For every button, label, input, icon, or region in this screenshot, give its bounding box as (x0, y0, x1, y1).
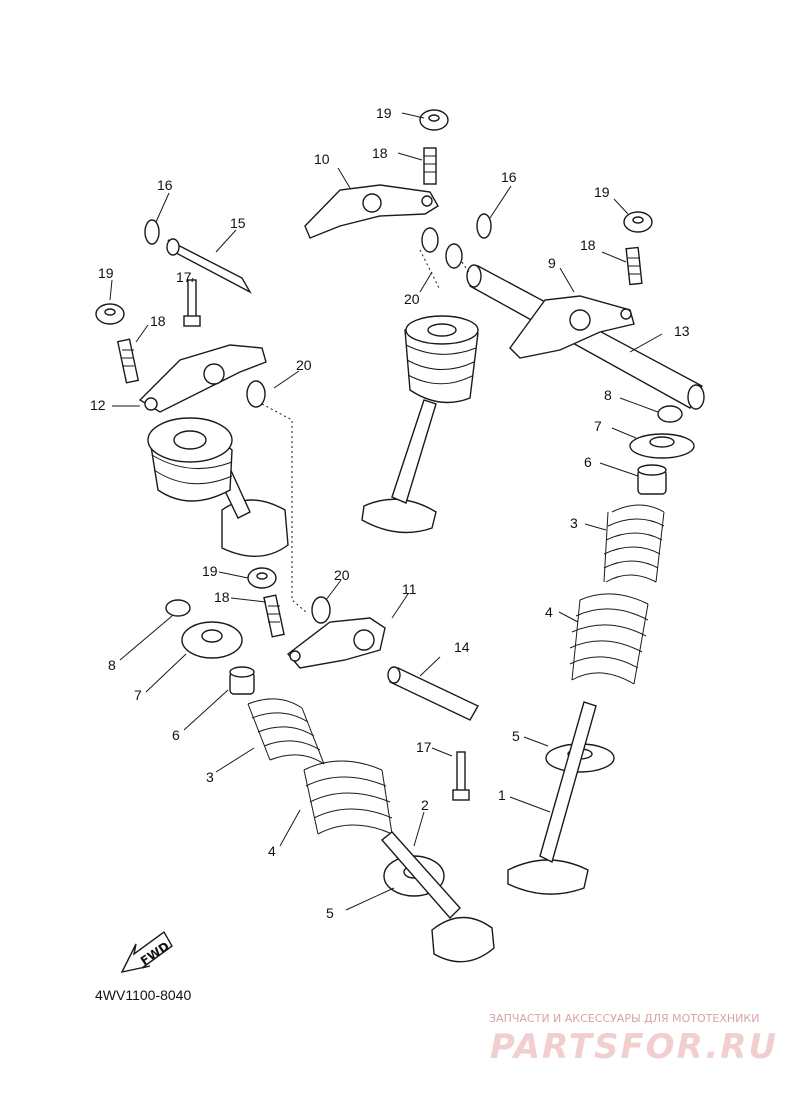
rocker-arm-12 (138, 344, 267, 413)
cap-20-b (246, 380, 266, 408)
valve-cotter-8-right (657, 405, 683, 423)
callout-9: 9 (548, 255, 556, 271)
callout-20: 20 (404, 291, 420, 307)
valve-upper-center (361, 399, 437, 534)
nut-19-c (95, 303, 125, 325)
oil-seal-6-right (637, 464, 667, 495)
callout-12: 12 (90, 397, 106, 413)
callout-8: 8 (108, 657, 116, 673)
outer-spring-4-right (569, 593, 649, 685)
callout-20: 20 (296, 357, 312, 373)
assembly-line-left (261, 403, 307, 613)
callout-4: 4 (268, 843, 276, 859)
adjusting-screw-18-c (116, 338, 140, 384)
watermark: ЗАПЧАСТИ И АКСЕССУАРЫ ДЛЯ МОТОТЕХНИКИ PA… (489, 1012, 778, 1067)
watermark-brand: PARTSFOR.RU (490, 1027, 778, 1067)
oil-seal-6-left (229, 666, 255, 695)
inner-spring-3-left (247, 698, 325, 765)
bolt-17-lower (452, 751, 470, 801)
callout-3: 3 (206, 769, 214, 785)
callout-labels: 19 18 10 16 15 16 19 18 9 19 17 18 20 12… (90, 105, 690, 921)
adjusting-screw-18-d (263, 594, 285, 638)
callout-19: 19 (594, 184, 610, 200)
callout-18: 18 (214, 589, 230, 605)
callout-19: 19 (98, 265, 114, 281)
callout-5: 5 (326, 905, 334, 921)
watermark-subtitle: ЗАПЧАСТИ И АКСЕССУАРЫ ДЛЯ МОТОТЕХНИКИ (489, 1012, 759, 1025)
callout-16: 16 (501, 169, 517, 185)
inner-spring-3-right (603, 504, 665, 583)
spring-retainer-7-right (629, 433, 695, 459)
cap-20-c (311, 596, 331, 624)
leader-lines (109, 112, 663, 911)
callout-7: 7 (594, 418, 602, 434)
callout-6: 6 (172, 727, 180, 743)
callout-5: 5 (512, 728, 520, 744)
callout-2: 2 (421, 797, 429, 813)
callout-8: 8 (604, 387, 612, 403)
o-ring-16-left (144, 219, 160, 245)
outer-spring-4-left (303, 760, 393, 835)
diagram-code: 4WV1100-8040 (95, 987, 191, 1003)
rocker-arm-9 (509, 295, 635, 359)
callout-19: 19 (376, 105, 392, 121)
callout-17: 17 (176, 269, 192, 285)
callout-10: 10 (314, 151, 330, 167)
callout-17: 17 (416, 739, 432, 755)
adjusting-screw-18-b (625, 246, 643, 286)
nut-19-d (247, 567, 277, 589)
forward-arrow-icon: FWD (120, 930, 173, 973)
nut-19-a (419, 109, 449, 131)
rocker-arm-11 (286, 617, 386, 669)
lifter-upper-center (404, 315, 479, 404)
callout-18: 18 (372, 145, 388, 161)
callout-6: 6 (584, 454, 592, 470)
callout-18: 18 (150, 313, 166, 329)
callout-15: 15 (230, 215, 246, 231)
valve-1-exhaust (507, 701, 597, 895)
callout-20: 20 (334, 567, 350, 583)
rocker-shaft-14 (387, 666, 479, 721)
valve-2-intake (380, 831, 495, 963)
rocker-shaft-15 (166, 238, 252, 294)
nut-19-b (623, 211, 653, 233)
callout-3: 3 (570, 515, 578, 531)
callout-1: 1 (498, 787, 506, 803)
callout-18: 18 (580, 237, 596, 253)
valve-cotter-8-left (165, 599, 191, 617)
callout-16: 16 (157, 177, 173, 193)
cap-20-a (421, 227, 463, 269)
callout-14: 14 (454, 639, 470, 655)
callout-4: 4 (545, 604, 553, 620)
callout-11: 11 (402, 581, 417, 597)
callout-7: 7 (134, 687, 142, 703)
adjusting-screw-18-a (423, 147, 437, 185)
o-ring-16-right (476, 213, 492, 239)
spring-retainer-7-left (181, 621, 243, 659)
callout-19: 19 (202, 563, 218, 579)
callout-13: 13 (674, 323, 690, 339)
bolt-17-upper (183, 279, 201, 327)
lifter-left (147, 417, 233, 502)
rocker-arm-10 (304, 184, 439, 239)
